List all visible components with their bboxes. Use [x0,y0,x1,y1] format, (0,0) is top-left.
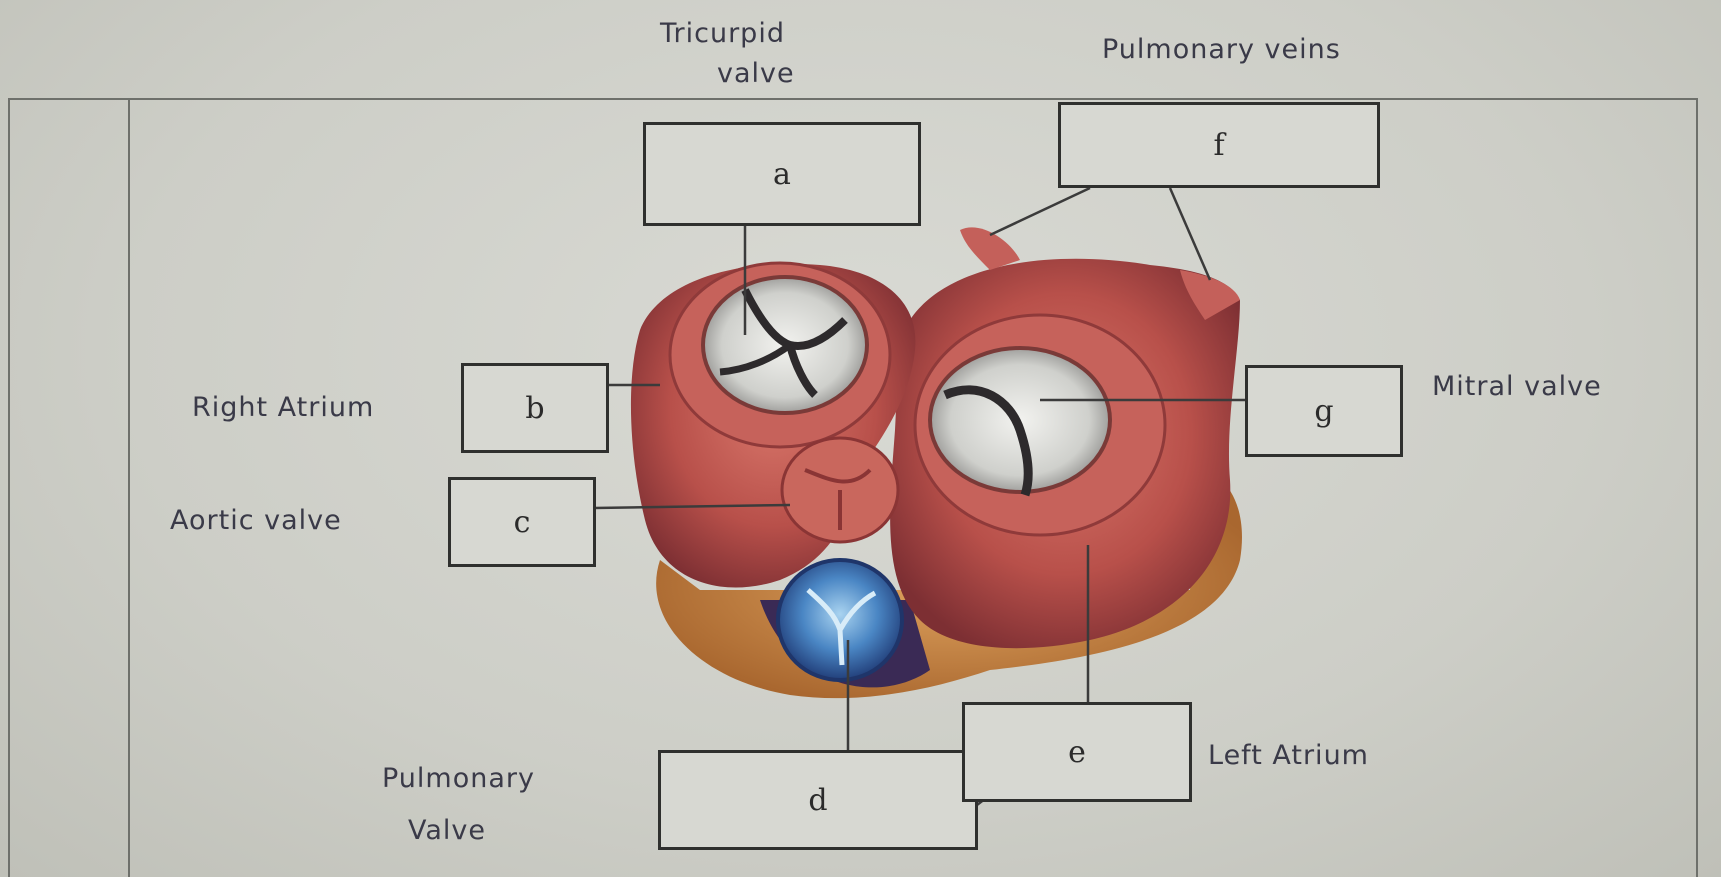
annotation-right-atrium: Right Atrium [192,392,374,423]
label-box-b[interactable]: b [461,363,609,453]
label-box-d[interactable]: d [658,750,978,850]
annotation-pulmonary-valve-line1: Pulmonary [382,763,535,794]
label-box-a[interactable]: a [643,122,921,226]
annotation-tricuspid-line1: Tricurpid [660,18,785,49]
leader-f-right [1170,188,1210,280]
annotation-aortic-valve: Aortic valve [170,505,342,536]
leader-f-left [990,188,1090,235]
label-box-f[interactable]: f [1058,102,1380,188]
label-box-c[interactable]: c [448,477,596,567]
label-box-e[interactable]: e [962,702,1192,802]
annotation-pulmonary-valve-line2: Valve [408,815,486,846]
label-box-g[interactable]: g [1245,365,1403,457]
annotation-left-atrium: Left Atrium [1208,740,1369,771]
annotation-pulmonary-veins: Pulmonary veins [1102,34,1341,65]
annotation-mitral-valve: Mitral valve [1432,371,1602,402]
annotation-tricuspid-line2: valve [717,58,795,89]
